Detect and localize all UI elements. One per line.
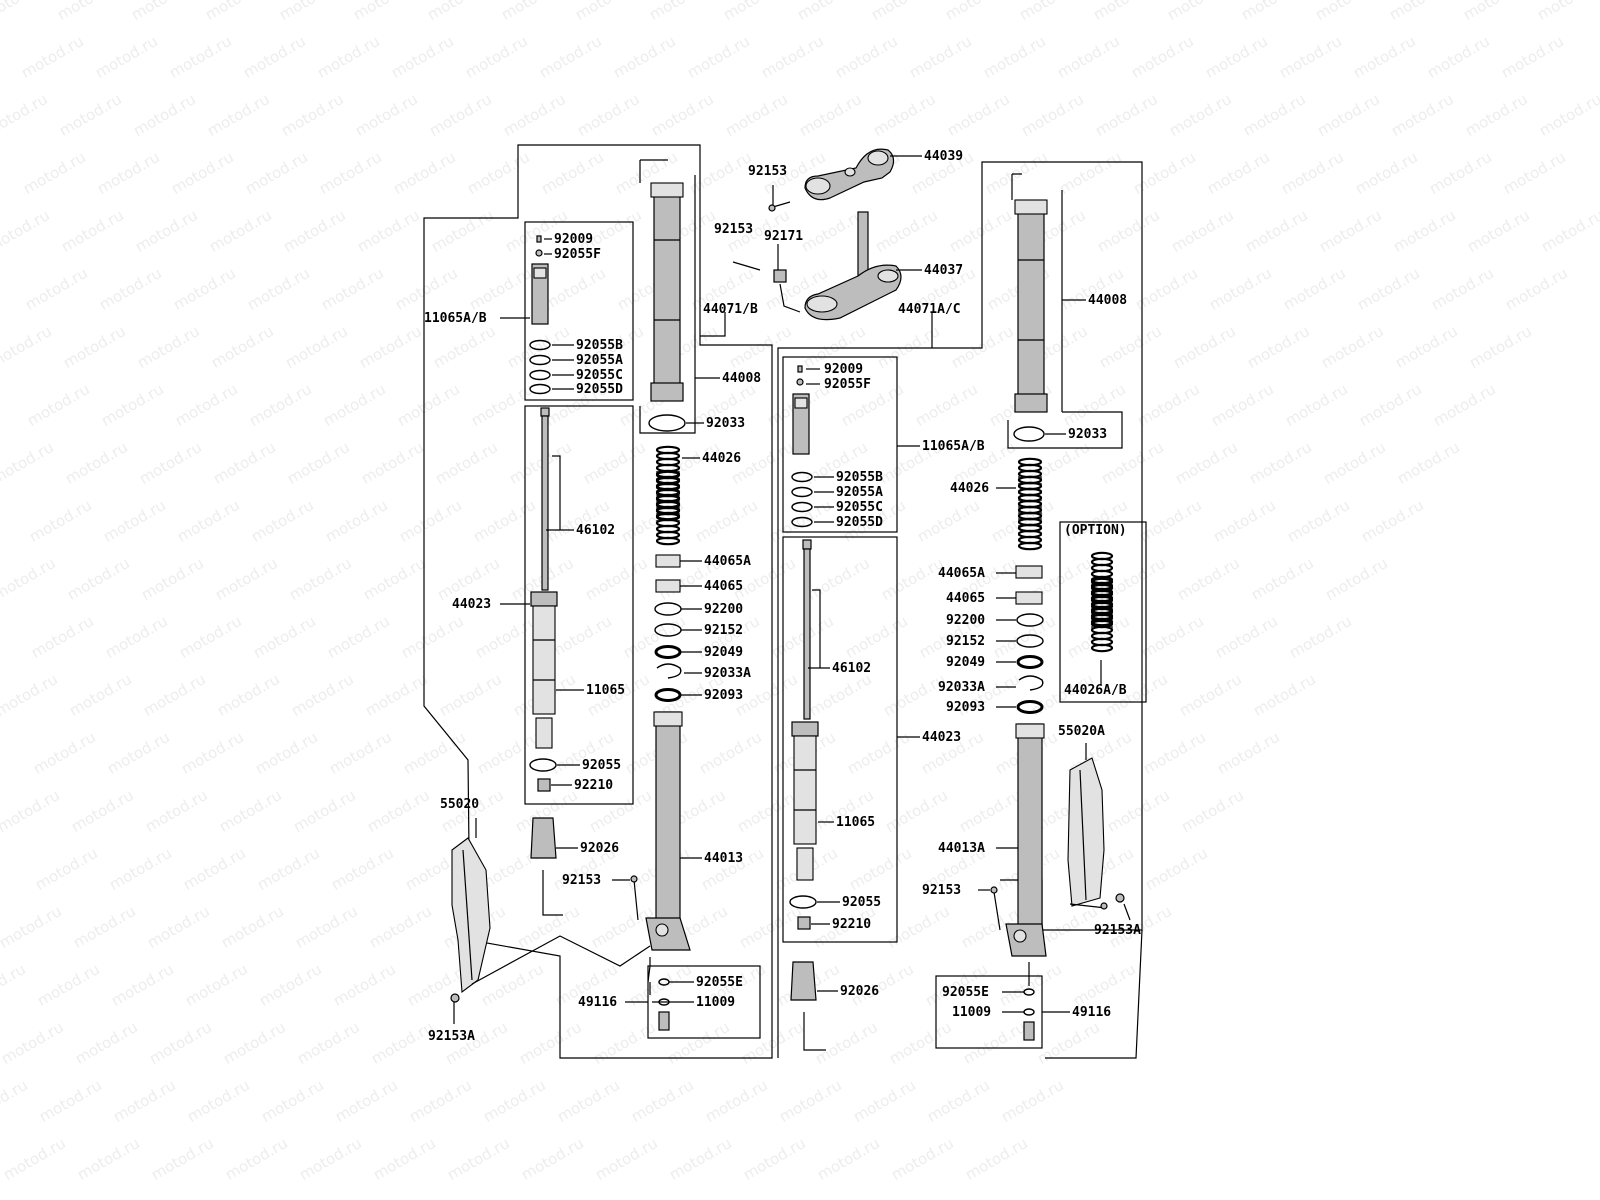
label-left-11065AB: 11065A/B xyxy=(424,311,487,326)
label-left-44071B: 44071/B xyxy=(703,302,758,317)
label-right-92009: 92009 xyxy=(824,362,863,377)
label-left-92055C: 92055C xyxy=(576,368,623,383)
label-left-44026: 44026 xyxy=(702,451,741,466)
label-right-49116: 49116 xyxy=(1072,1005,1111,1020)
label-option: (OPTION) xyxy=(1064,523,1127,538)
label-left-92055: 92055 xyxy=(582,758,621,773)
label-right-92033A: 92033A xyxy=(938,680,985,695)
label-left-44013: 44013 xyxy=(704,851,743,866)
part-labels: 92009 92055F 11065A/B 92055B 92055A 9205… xyxy=(424,149,1141,1044)
label-left-92055A: 92055A xyxy=(576,353,623,368)
label-right-92055: 92055 xyxy=(842,895,881,910)
label-right-92055D: 92055D xyxy=(836,515,883,530)
label-center-92153-lower: 92153 xyxy=(714,222,753,237)
label-right-44065A: 44065A xyxy=(938,566,985,581)
label-right-55020A: 55020A xyxy=(1058,724,1105,739)
label-right-92093: 92093 xyxy=(946,700,985,715)
label-right-92152: 92152 xyxy=(946,634,985,649)
label-left-92153: 92153 xyxy=(562,873,601,888)
leader-lines xyxy=(453,155,1131,1024)
label-right-92033: 92033 xyxy=(1068,427,1107,442)
left-damper-rod xyxy=(530,407,558,749)
label-left-92055F: 92055F xyxy=(554,247,601,262)
option-spring xyxy=(1090,551,1114,653)
label-44039: 44039 xyxy=(924,149,963,164)
label-right-92026: 92026 xyxy=(840,984,879,999)
label-left-92009: 92009 xyxy=(554,232,593,247)
label-left-92210: 92210 xyxy=(574,778,613,793)
right-cartridge-box xyxy=(782,356,898,533)
left-damper-box xyxy=(524,405,634,805)
label-right-11009: 11009 xyxy=(952,1005,991,1020)
right-inner-tube xyxy=(1007,173,1123,449)
label-left-92055B: 92055B xyxy=(576,338,623,353)
right-spring xyxy=(1017,457,1043,551)
label-left-92033: 92033 xyxy=(706,416,745,431)
label-right-92200: 92200 xyxy=(946,613,985,628)
right-cartridge-top xyxy=(792,365,810,455)
upper-triple-clamp xyxy=(804,148,895,201)
left-inner-tube xyxy=(639,159,696,434)
label-right-44008: 44008 xyxy=(1088,293,1127,308)
label-92171: 92171 xyxy=(764,229,803,244)
label-left-44065: 44065 xyxy=(704,579,743,594)
left-oring-92033 xyxy=(648,414,686,432)
left-cartridge-top xyxy=(531,235,549,325)
label-left-92026: 92026 xyxy=(580,841,619,856)
label-right-11065: 11065 xyxy=(836,815,875,830)
left-group-outline xyxy=(423,144,773,1059)
label-left-92153A: 92153A xyxy=(428,1029,475,1044)
left-outer-tube xyxy=(645,711,691,951)
label-left-92200: 92200 xyxy=(704,602,743,617)
label-right-92153: 92153 xyxy=(922,883,961,898)
label-right-92055A: 92055A xyxy=(836,485,883,500)
label-right-92055B: 92055B xyxy=(836,470,883,485)
right-oring-92033 xyxy=(1013,426,1045,442)
label-right-46102: 46102 xyxy=(832,661,871,676)
label-left-92093: 92093 xyxy=(704,688,743,703)
left-spring xyxy=(655,445,681,546)
label-left-92055D: 92055D xyxy=(576,382,623,397)
label-right-44026AB: 44026A/B xyxy=(1064,683,1127,698)
lower-triple-clamp xyxy=(804,211,902,321)
label-left-92055E: 92055E xyxy=(696,975,743,990)
label-left-46102: 46102 xyxy=(576,523,615,538)
label-right-44071AC: 44071A/C xyxy=(898,302,961,317)
label-right-44065: 44065 xyxy=(946,591,985,606)
label-right-92210: 92210 xyxy=(832,917,871,932)
label-right-44013A: 44013A xyxy=(938,841,985,856)
right-damper-rod xyxy=(791,539,819,881)
label-left-49116: 49116 xyxy=(578,995,617,1010)
label-left-44008: 44008 xyxy=(722,371,761,386)
left-fork-guard xyxy=(451,837,491,994)
label-right-11065AB: 11065A/B xyxy=(922,439,985,454)
label-center-92153-upper: 92153 xyxy=(748,164,787,179)
label-left-55020: 55020 xyxy=(440,797,479,812)
label-right-44026: 44026 xyxy=(950,481,989,496)
label-right-92049: 92049 xyxy=(946,655,985,670)
label-left-11009: 11009 xyxy=(696,995,735,1010)
label-left-11065: 11065 xyxy=(586,683,625,698)
label-left-92049: 92049 xyxy=(704,645,743,660)
label-right-92055C: 92055C xyxy=(836,500,883,515)
label-right-92055E: 92055E xyxy=(942,985,989,1000)
label-44037: 44037 xyxy=(924,263,963,278)
left-cartridge-box xyxy=(524,221,634,401)
label-right-92055F: 92055F xyxy=(824,377,871,392)
right-outer-tube xyxy=(1005,723,1047,957)
label-right-44023: 44023 xyxy=(922,730,961,745)
right-damper-box xyxy=(782,536,898,943)
label-left-44065A: 44065A xyxy=(704,554,751,569)
label-left-44023: 44023 xyxy=(452,597,491,612)
label-left-92033A: 92033A xyxy=(704,666,751,681)
label-left-92152: 92152 xyxy=(704,623,743,638)
label-right-92153A: 92153A xyxy=(1094,923,1141,938)
right-fork-guard xyxy=(1067,757,1107,909)
option-box xyxy=(1059,521,1147,703)
